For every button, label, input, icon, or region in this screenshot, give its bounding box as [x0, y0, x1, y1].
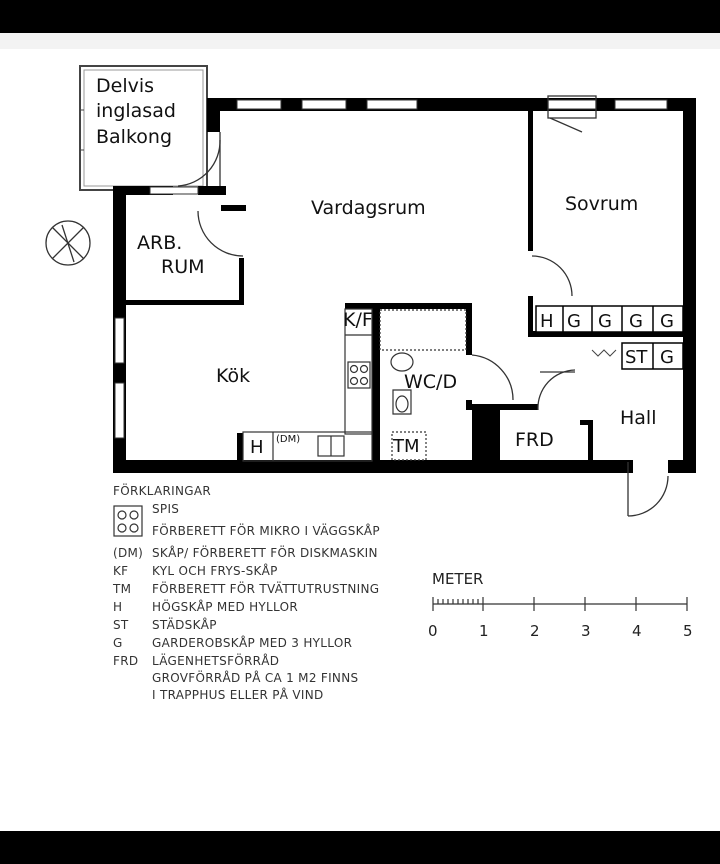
legend-title: FÖRKLARINGAR [113, 482, 211, 498]
windows [114, 99, 668, 439]
bottom-black-bar [0, 831, 720, 864]
wardrobe-g-2: G [598, 311, 612, 332]
wardrobe-g-5: G [660, 347, 674, 368]
top-gray-strip [0, 33, 720, 49]
legend-text-10: I TRAPPHUS ELLER PÅ VIND [152, 687, 324, 702]
legend-text-3: KYL OCH FRYS-SKÅP [152, 563, 278, 578]
storage-label: FRD [515, 429, 554, 451]
scale-tick-1: 1 [479, 622, 489, 640]
laundry-label: TM [392, 436, 420, 457]
legend-key-5: H [113, 600, 122, 614]
wardrobe-h: H [540, 311, 554, 332]
stove-icon [347, 361, 371, 389]
wardrobe-row-2: ST G [591, 342, 684, 370]
balcony-label-2: inglasad [96, 100, 176, 122]
fridge-label: K/F [343, 309, 373, 331]
legend-text-2: SKÅP/ FÖRBERETT FÖR DISKMASKIN [152, 544, 378, 560]
scale-label: METER [432, 570, 483, 588]
legend-key-7: G [113, 636, 123, 650]
legend-text-1: FÖRBERETT FÖR MIKRO I VÄGGSKÅP [152, 522, 380, 538]
living-room-label: Vardagsrum [311, 197, 426, 219]
wardrobe-st: ST [625, 347, 648, 368]
legend-text-8: LÄGENHETSFÖRRÅD [152, 652, 279, 668]
study-label-2: RUM [161, 256, 205, 278]
balcony-label-1: Delvis [96, 75, 154, 97]
scale-tick-4: 4 [632, 622, 642, 640]
kitchen-tall-cabinet-label: H [250, 437, 264, 458]
legend-key-6: ST [113, 618, 129, 632]
legend-text-7: GARDEROBSKÅP MED 3 HYLLOR [152, 635, 352, 650]
legend-text-4: FÖRBERETT FÖR TVÄTTUTRUSTNING [152, 580, 379, 596]
stove-legend-icon [113, 505, 143, 537]
wardrobe-g-1: G [567, 311, 581, 332]
balcony: Delvis inglasad Balkong [79, 65, 208, 191]
legend: FÖRKLARINGAR SPIS FÖRBERETT FÖR MIKRO I … [112, 482, 380, 702]
hall-label: Hall [620, 407, 657, 429]
legend-text-0: SPIS [152, 502, 179, 516]
bathroom-fixtures [379, 309, 467, 461]
wardrobe-g-4: G [660, 311, 674, 332]
bedroom-label: Sovrum [565, 193, 638, 215]
kitchen-counter [242, 308, 373, 462]
legend-key-2: (DM) [113, 546, 143, 560]
study-label-1: ARB. [137, 232, 182, 254]
legend-text-9: GROVFÖRRÅD PÅ CA 1 M2 FINNS [152, 669, 358, 685]
scale-tick-2: 2 [530, 622, 540, 640]
legend-key-4: TM [112, 582, 131, 596]
interior-walls [126, 111, 686, 463]
wardrobe-row-1: H G G G G [535, 305, 684, 333]
legend-text-6: STÄDSKÅP [152, 617, 217, 632]
legend-text-5: HÖGSKÅP MED HYLLOR [152, 598, 298, 614]
compass-icon [45, 220, 91, 266]
kitchen-label: Kök [216, 365, 250, 387]
dishwasher-label: (DM) [276, 434, 300, 445]
sink-icon [317, 435, 345, 457]
scale-tick-0: 0 [428, 622, 438, 640]
scale-tick-3: 3 [581, 622, 591, 640]
legend-key-8: FRD [113, 654, 138, 668]
balcony-label-3: Balkong [96, 126, 172, 148]
wardrobe-g-3: G [629, 311, 643, 332]
bathroom-label: WC/D [404, 371, 457, 393]
legend-key-3: KF [113, 564, 128, 578]
scale-tick-5: 5 [683, 622, 693, 640]
scale-bar: METER 0 1 2 3 4 5 [428, 570, 693, 640]
doors [177, 95, 669, 517]
top-black-bar [0, 0, 720, 33]
